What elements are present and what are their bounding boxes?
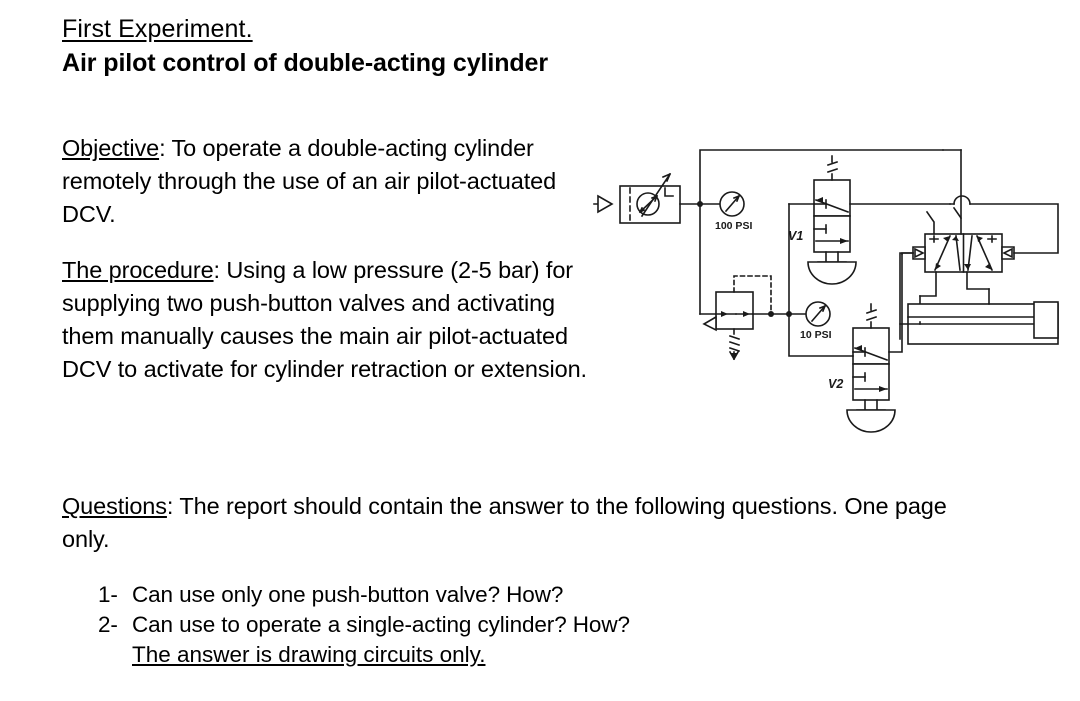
- question-note: The answer is drawing circuits only.: [132, 642, 486, 667]
- filter-regulator-unit-icon: [619, 172, 701, 224]
- supply-pressure-gauge-label: 100 PSI: [715, 220, 752, 232]
- exhaust-line: [899, 252, 914, 340]
- page-title: First Experiment.: [62, 15, 253, 43]
- list-item-text: Can use to operate a single-acting cylin…: [132, 612, 630, 637]
- procedure-label: The procedure: [62, 257, 214, 283]
- questions-paragraph: Questions: The report should contain the…: [62, 490, 962, 556]
- pilot-supply-line: [752, 203, 854, 357]
- page-subtitle: Air pilot control of double-acting cylin…: [62, 49, 548, 77]
- procedure-separator: :: [213, 257, 227, 283]
- questions-separator: :: [166, 493, 180, 519]
- list-item: 1- Can use only one push-button valve? H…: [98, 580, 898, 610]
- procedure-text: Using a low pressure (2-5 bar) for suppl…: [62, 257, 587, 382]
- procedure-paragraph: The procedure: Using a low pressure (2-5…: [62, 254, 607, 386]
- list-item: 2- Can use to operate a single-acting cy…: [98, 610, 898, 640]
- questions-block: Questions: The report should contain the…: [62, 490, 962, 579]
- push-button-valve-v1-icon: [788, 155, 951, 285]
- pilot-pressure-gauge-icon: [805, 301, 831, 327]
- objective-text: To operate a double-acting cylinder remo…: [62, 135, 557, 227]
- air-supply-source-icon: [593, 194, 614, 214]
- questions-label: Questions: [62, 493, 167, 519]
- pneumatic-circuit-diagram: 100 PSI: [578, 134, 1078, 456]
- supply-pressure-gauge-icon: [719, 191, 745, 217]
- pilot-pressure-gauge-label: 10 PSI: [800, 329, 832, 341]
- pilot-pressure-regulator-icon: [702, 275, 772, 361]
- objective-paragraph: Objective: To operate a double-acting cy…: [62, 132, 607, 231]
- list-item-text: Can use only one push-button valve? How?: [132, 582, 564, 607]
- list-item-number: 2-: [98, 612, 118, 637]
- title-block: First Experiment. Air pilot control of d…: [62, 14, 762, 80]
- objective-separator: :: [159, 135, 172, 161]
- valve-v1-label: V1: [788, 229, 803, 243]
- supply-line: [697, 149, 944, 315]
- air-pilot-actuated-dcv-icon: [901, 149, 1059, 273]
- body-text-column: Objective: To operate a double-acting cy…: [62, 132, 607, 386]
- objective-label: Objective: [62, 135, 160, 161]
- list-item-number: 1-: [98, 582, 118, 607]
- push-button-valve-v2-icon: [846, 253, 903, 433]
- question-list: 1- Can use only one push-button valve? H…: [98, 580, 898, 670]
- double-acting-cylinder-icon: [899, 301, 1059, 345]
- questions-text: The report should contain the answer to …: [62, 493, 947, 552]
- valve-v2-label: V2: [828, 377, 843, 391]
